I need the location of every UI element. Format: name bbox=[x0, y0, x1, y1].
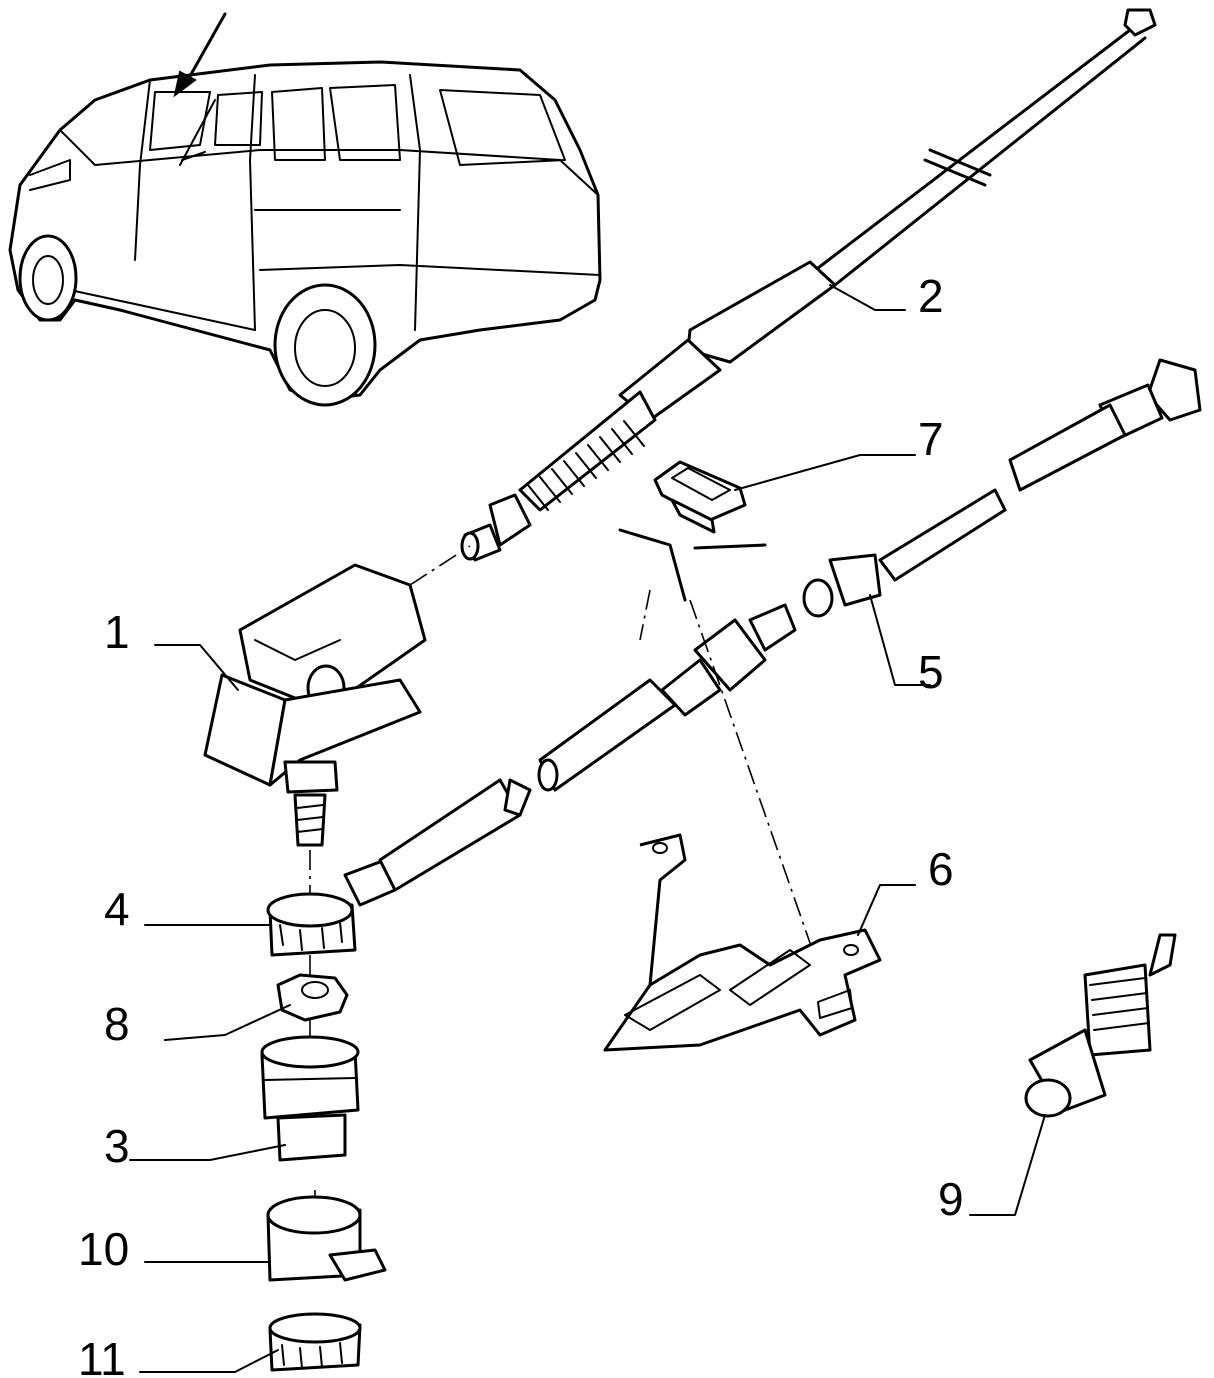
part-antenna-base bbox=[203, 545, 471, 975]
part-mount-outline bbox=[618, 528, 831, 1001]
callout-4: 4 bbox=[104, 883, 130, 935]
callout-labels: 1 2 3 4 5 6 7 8 9 10 11 bbox=[78, 270, 964, 1378]
callout-2: 2 bbox=[918, 270, 944, 322]
part-antenna-mast bbox=[460, 8, 1157, 562]
callout-7: 7 bbox=[918, 413, 944, 465]
part-bushing bbox=[260, 1035, 360, 1162]
callout-6: 6 bbox=[928, 843, 954, 895]
part-connector bbox=[1024, 933, 1177, 1118]
callout-11: 11 bbox=[78, 1333, 126, 1378]
callout-3: 3 bbox=[104, 1120, 130, 1172]
part-ring bbox=[268, 1312, 362, 1372]
part-coupling-nut bbox=[266, 603, 797, 957]
part-hex-nut bbox=[276, 973, 349, 1060]
leader-lines bbox=[129, 284, 1046, 1373]
callout-5: 5 bbox=[918, 646, 944, 698]
callout-1: 1 bbox=[104, 606, 130, 658]
part-cable bbox=[802, 358, 1202, 618]
vehicle-illustration bbox=[8, 12, 602, 407]
callout-8: 8 bbox=[104, 998, 130, 1050]
callout-9: 9 bbox=[938, 1173, 964, 1225]
part-clip bbox=[653, 460, 747, 534]
callout-10: 10 bbox=[78, 1223, 129, 1275]
part-cap-with-tab bbox=[266, 1190, 387, 1282]
part-bracket bbox=[603, 833, 882, 1052]
